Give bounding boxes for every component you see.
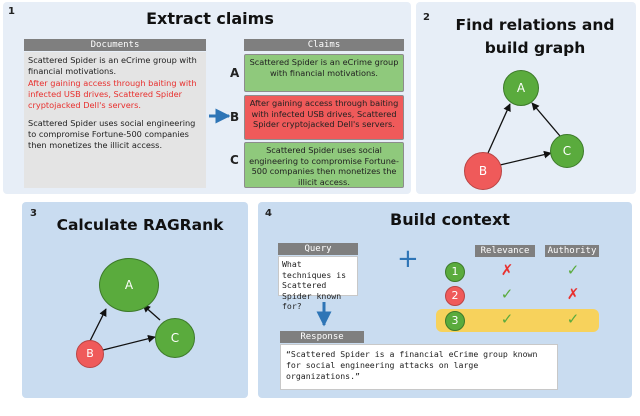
claim-letter-b: B <box>230 110 240 124</box>
row-1-relevance-mark: ✗ <box>500 261 514 279</box>
document-paragraph-2: After gaining access through baiting wit… <box>28 78 197 110</box>
panel-title-ragrank: Calculate RAGRank <box>56 216 224 234</box>
query-box: What techniques is Scattered Spider know… <box>278 256 358 311</box>
document-paragraph-1: Scattered Spider is an eCrime group with… <box>28 55 197 76</box>
relevance-header: Relevance <box>475 245 535 257</box>
claim-a: Scattered Spider is an eCrime group with… <box>244 54 404 92</box>
graph3-edge-b-c <box>102 334 156 351</box>
claim-letter-c: C <box>230 153 239 167</box>
query-header: Query <box>278 243 358 255</box>
graph2-node-b: B <box>464 152 502 190</box>
claim-letter-a: A <box>230 66 240 80</box>
documents-box: Scattered Spider is an eCrime group with… <box>24 52 206 188</box>
graph3-edge-b-a <box>89 308 107 342</box>
documents-header: Documents <box>24 39 206 51</box>
row-number-3: 3 <box>445 311 465 331</box>
graph3-node-a: A <box>99 258 159 312</box>
claim-b: After gaining access through baiting wit… <box>244 95 404 140</box>
document-paragraph-3: Scattered Spider uses social engineering… <box>28 118 196 150</box>
row-number-1: 1 <box>445 262 465 282</box>
panel-number-4: 4 <box>265 208 272 219</box>
graph2-edge-b-a <box>487 103 511 154</box>
graph3-edge-c-a <box>142 304 161 321</box>
row-1-authority-mark: ✓ <box>566 261 580 279</box>
graph2-edge-c-a <box>531 102 561 137</box>
panel-number-3: 3 <box>30 208 37 219</box>
claim-c: Scattered Spider uses social engineering… <box>244 142 404 188</box>
highlight-row-3 <box>436 309 599 332</box>
row-2-relevance-mark: ✓ <box>500 285 514 303</box>
panel-number-2: 2 <box>423 12 430 23</box>
response-box: “Scattered Spider is a financial eCrime … <box>280 344 558 390</box>
graph2-node-a: A <box>503 70 539 106</box>
row-3-relevance-mark: ✓ <box>500 310 514 328</box>
panel-title-build-graph: Find relations and build graph <box>455 16 615 57</box>
row-3-authority-mark: ✓ <box>566 310 580 328</box>
graph3-node-c: C <box>155 318 195 358</box>
panel-title-extract-claims: Extract claims <box>146 9 274 28</box>
graph2-node-c: C <box>550 134 584 168</box>
authority-header: Authority <box>545 245 599 257</box>
plus-sign: + <box>397 244 419 274</box>
row-2-authority-mark: ✗ <box>566 285 580 303</box>
panel-number-1: 1 <box>8 6 15 17</box>
claims-header: Claims <box>244 39 404 51</box>
graph3-node-b: B <box>76 340 104 368</box>
panel-title-build-context: Build context <box>390 210 510 229</box>
graph2-edge-b-c <box>499 150 552 166</box>
row-number-2: 2 <box>445 286 465 306</box>
response-header: Response <box>280 331 364 343</box>
